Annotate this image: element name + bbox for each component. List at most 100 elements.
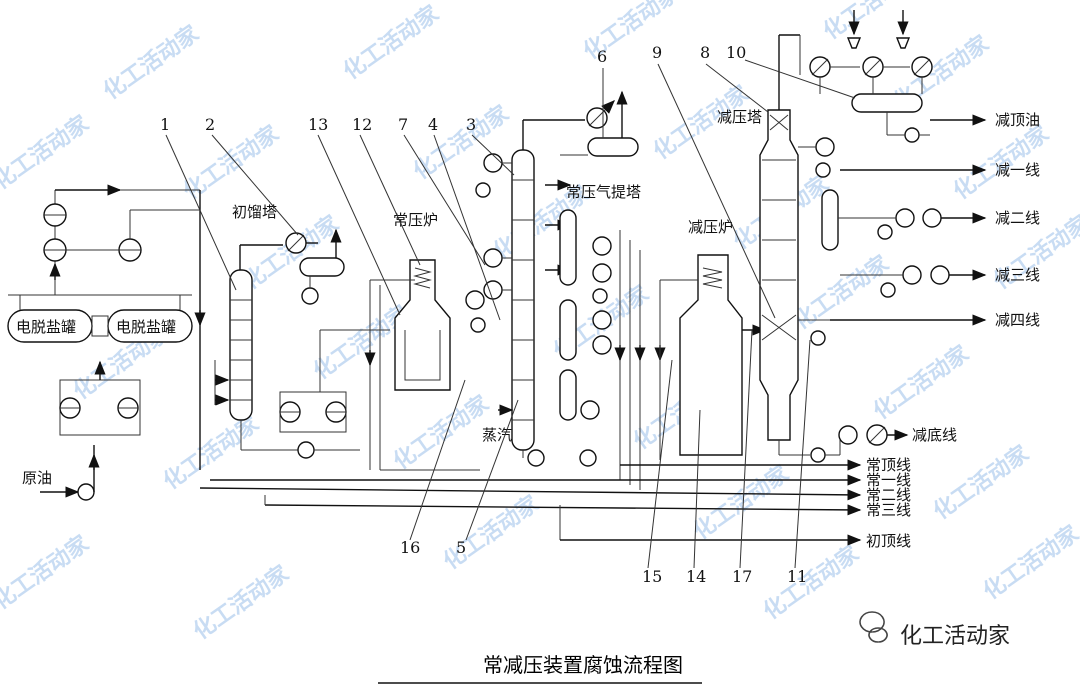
diagram-caption: 常减压装置腐蚀流程图: [483, 653, 683, 677]
callout-3: 3: [466, 115, 476, 134]
watermark: 化工活动家: [789, 250, 895, 335]
watermark: 化工活动家: [159, 410, 265, 495]
heat-exchanger-icon: [580, 400, 600, 420]
watermark: 化工活动家: [409, 100, 515, 185]
label-atm-furnace: 常压炉: [393, 211, 438, 229]
label-vac-tower: 减压塔: [717, 108, 762, 126]
callout-1: 1: [160, 115, 170, 134]
heat-exchanger-icon: [483, 153, 503, 173]
heat-exchanger-icon: [592, 263, 612, 283]
pump-icon: [880, 282, 896, 298]
wechat-icon: [859, 611, 888, 643]
pump-icon: [77, 483, 95, 501]
brand-name: 化工活动家: [900, 624, 1010, 649]
stripper-column-2: [559, 299, 577, 361]
callout-5: 5: [456, 538, 466, 557]
pump-icon: [877, 224, 893, 240]
label-steam: 蒸汽: [482, 426, 512, 444]
output-vac-line2: 减二线: [995, 209, 1040, 227]
desalting-section: 原油 电脱盐罐 电脱盐罐: [7, 184, 206, 501]
output-atm-line3: 常三线: [866, 501, 911, 519]
vac-furnace: [679, 254, 743, 456]
callout-6: 6: [597, 47, 607, 66]
watermark: 化工活动家: [99, 20, 205, 105]
watermark: 化工活动家: [979, 520, 1080, 605]
reflux-drum: [299, 257, 345, 277]
pump-icon: [810, 330, 826, 346]
output-atm-top: 常顶线: [866, 456, 911, 474]
label-vac-furnace: 减压炉: [688, 218, 733, 236]
heat-exchanger-icon: [930, 265, 950, 285]
watermark: 化工活动家: [339, 0, 445, 85]
pre-flash-tower-section: 初馏塔: [214, 203, 390, 459]
pump-icon: [810, 447, 826, 463]
pump-icon: [592, 288, 608, 304]
callout-12: 12: [352, 115, 372, 134]
watermark: 化工活动家: [389, 390, 495, 475]
vac-tower-section: 减压塔 减顶油 减一线: [717, 10, 1040, 463]
atm-reflux-drum: [587, 137, 639, 157]
output-vac-line3: 减三线: [995, 266, 1040, 284]
heat-exchanger-icon: [592, 310, 612, 330]
atm-furnace-section: 常压炉: [364, 211, 480, 471]
vac-furnace-section: 减压炉: [659, 218, 767, 460]
vac-tower: [759, 109, 799, 441]
ejector-icon: [895, 37, 911, 49]
pump-icon: [470, 317, 486, 333]
callout-4: 4: [428, 115, 438, 134]
watermark: 化工活动家: [439, 490, 545, 575]
pump-icon: [904, 127, 920, 143]
watermark: 化工活动家: [579, 0, 685, 65]
label-pre-flash-tower: 初馏塔: [232, 203, 277, 221]
callout-10: 10: [726, 43, 746, 62]
pump-icon: [527, 449, 545, 467]
callout-2: 2: [205, 115, 215, 134]
callout-11: 11: [787, 567, 807, 586]
heat-exchanger-icon: [592, 335, 612, 355]
label-crude-oil: 原油: [22, 469, 52, 487]
callout-8: 8: [700, 43, 710, 62]
callout-9: 9: [652, 43, 662, 62]
label-desalter-right: 电脱盐罐: [116, 318, 176, 336]
output-atm-line1: 常一线: [866, 471, 911, 489]
watermark: 化工活动家: [929, 440, 1035, 525]
heat-exchanger-icon: [483, 248, 503, 268]
heat-exchanger-icon: [895, 208, 915, 228]
ejector-icon: [846, 37, 862, 49]
label-atm-stripper: 常压气提塔: [566, 183, 641, 201]
pump-icon: [301, 287, 319, 305]
heat-exchanger-icon: [815, 137, 835, 157]
vac-side-stripper: [821, 189, 839, 251]
pump-icon: [475, 182, 491, 198]
label-desalter-left: 电脱盐罐: [16, 318, 76, 336]
stripper-column-1: [559, 209, 577, 286]
watermark: 化工活动家: [179, 120, 285, 205]
pre-flash-tower: [229, 269, 253, 421]
pump-icon: [815, 162, 831, 178]
watermark: 化工活动家: [189, 560, 295, 645]
callout-13: 13: [308, 115, 328, 134]
callouts: 1 2 13 12 7 4 3 6 9 8 10 16 5 15 14 17 1…: [160, 43, 856, 586]
watermark: 化工活动家: [759, 540, 865, 625]
callout-14: 14: [686, 567, 706, 586]
callout-16: 16: [400, 538, 420, 557]
watermark: 化工活动家: [0, 530, 94, 615]
output-vac-line1: 减一线: [995, 161, 1040, 179]
heat-exchanger-icon: [902, 265, 922, 285]
heat-exchanger-icon: [838, 425, 858, 445]
output-vac-top-oil: 减顶油: [995, 111, 1040, 129]
pump-icon: [579, 449, 597, 467]
callout-15: 15: [642, 567, 662, 586]
pump-icon: [297, 441, 315, 459]
stripper-column-3: [559, 369, 577, 421]
output-vac-line4: 减四线: [995, 311, 1040, 329]
watermark: 化工活动家: [869, 340, 975, 425]
watermark: 化工活动家: [0, 110, 94, 195]
output-vac-bottom: 减底线: [912, 426, 957, 444]
atm-furnace: [394, 259, 451, 391]
atm-stripper-section: 常压气提塔: [559, 183, 666, 490]
heat-exchanger-icon: [592, 236, 612, 256]
output-atm-line2: 常二线: [866, 486, 911, 504]
